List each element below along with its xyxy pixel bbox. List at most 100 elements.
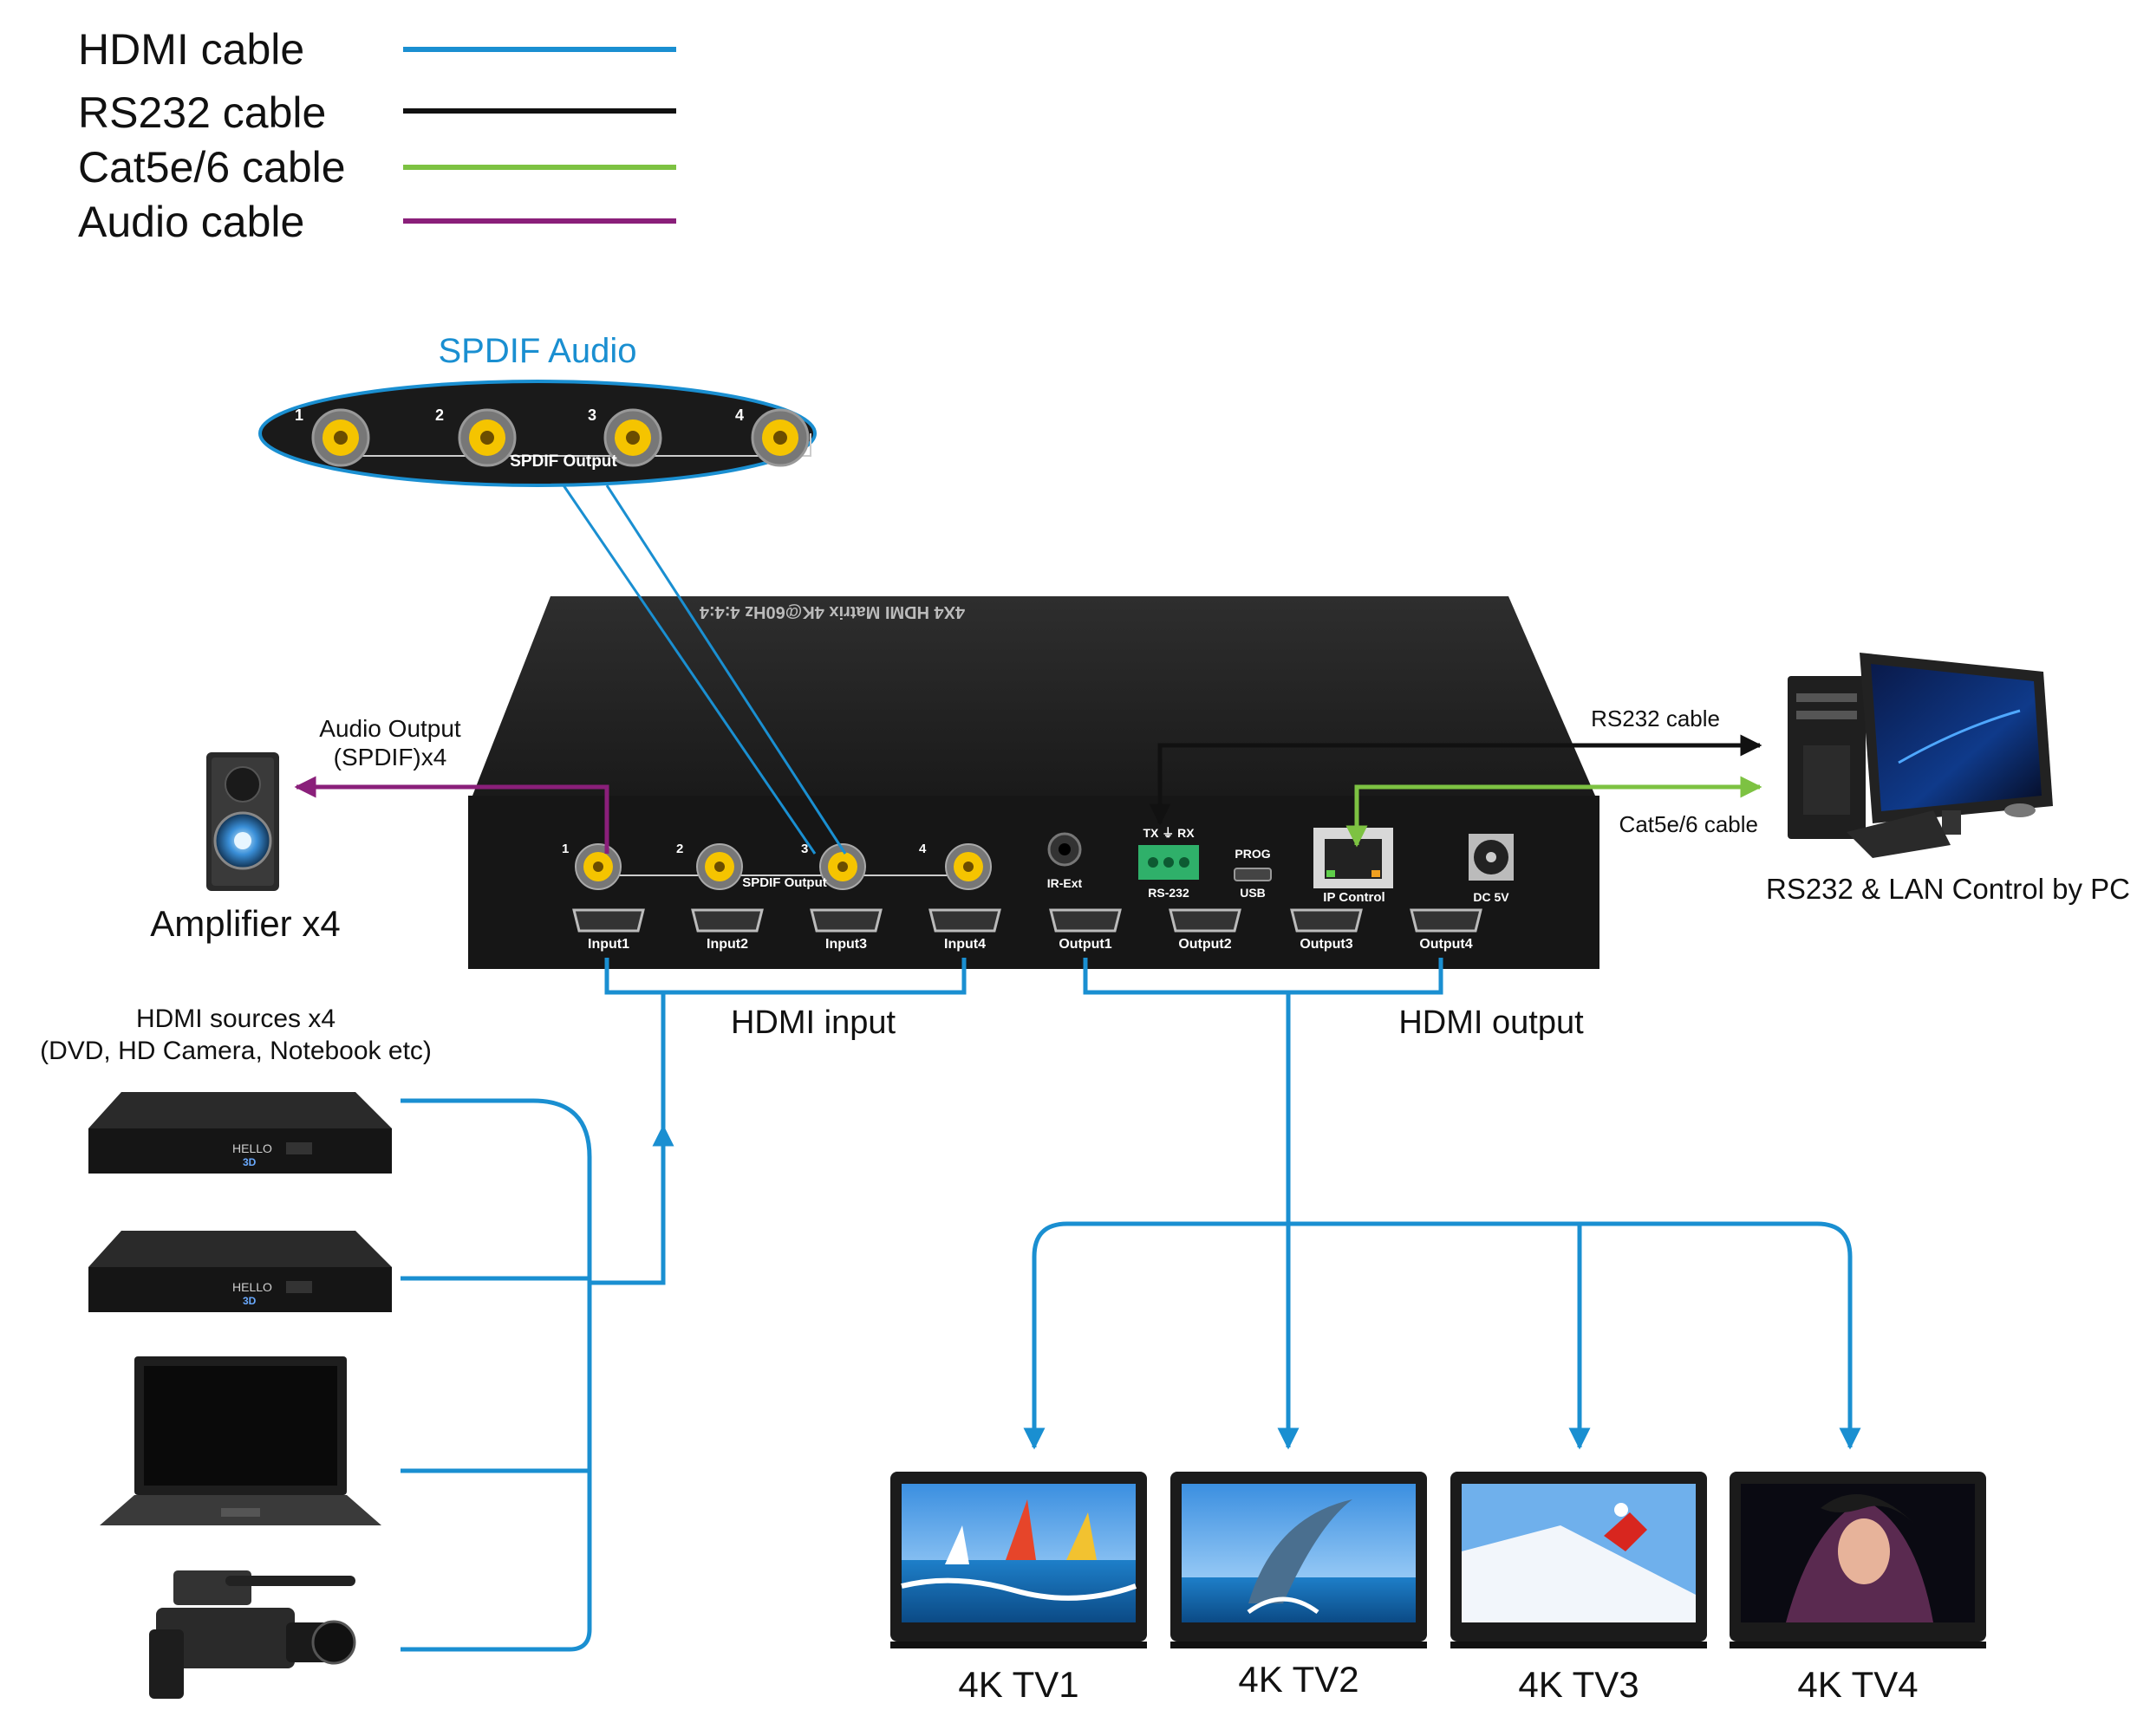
rs232-cable-label: RS232 cable: [1591, 705, 1720, 731]
device-usb-label: USB: [1240, 886, 1266, 900]
device-rs232-label: RS-232: [1148, 886, 1189, 900]
legend: HDMI cable RS232 cable Cat5e/6 cable Aud…: [78, 25, 676, 246]
dvd-display: HELLO: [232, 1280, 272, 1294]
device-input-label: Input1: [588, 937, 629, 952]
legend-item-audio: Audio cable: [78, 198, 676, 246]
device-spdif-number: 4: [919, 842, 927, 856]
cat5-cable-label: Cat5e/6 cable: [1619, 811, 1758, 837]
spdif-callout-port-4: [751, 408, 810, 467]
hdmi-input-label: HDMI input: [731, 1005, 896, 1041]
device-dc-jack: [1469, 834, 1514, 881]
device-ir-port: [1047, 832, 1082, 867]
audio-cable: [294, 776, 609, 854]
device-ip-label: IP Control: [1323, 890, 1384, 905]
device-spdif-number: 3: [801, 842, 808, 856]
source-dvd-player-1: HELLO 3D: [88, 1092, 392, 1174]
rs232-cable: [1149, 734, 1762, 826]
output-cable-tv1-tv4: [1023, 1221, 1861, 1450]
legend-label: Cat5e/6 cable: [78, 143, 346, 192]
device-hdmi-input-2: [691, 908, 764, 933]
source-notebook: [100, 1356, 381, 1525]
tv-4: [1730, 1472, 1986, 1648]
device-rj45-port: [1313, 828, 1393, 888]
device-rs232-tx-rx: TX ⏚ RX: [1143, 826, 1195, 840]
source-trunk-cable: [401, 1098, 592, 1652]
sources-label: (DVD, HD Camera, Notebook etc): [40, 1037, 432, 1065]
tv-1: [890, 1472, 1147, 1648]
device-usb-port: [1234, 868, 1272, 881]
legend-item-cat5: Cat5e/6 cable: [78, 143, 676, 192]
device-spdif-label: SPDIF Output: [742, 875, 827, 890]
dvd-logo: 3D: [243, 1156, 257, 1168]
device-rs232-terminal: [1138, 845, 1199, 880]
pc-mouse: [2004, 803, 2036, 817]
spdif-callout-number: 1: [295, 406, 303, 424]
spdif-callout-number: 4: [735, 406, 744, 424]
device-hdmi-input-3: [810, 908, 883, 933]
device-spdif-port-3: [819, 843, 866, 890]
device-spdif-number: 1: [562, 842, 569, 856]
spdif-callout-ellipse: [258, 380, 817, 487]
spdif-callout-port-3: [603, 408, 662, 467]
audio-output-label: Audio Output: [319, 715, 461, 742]
amplifier-label: Amplifier x4: [150, 903, 340, 944]
spdif-callout-number: 3: [588, 406, 596, 424]
device-hdmi-output-1: [1049, 908, 1122, 933]
pc-keyboard: [1847, 810, 1951, 858]
audio-output-label: (SPDIF)x4: [334, 744, 447, 770]
output-cables: [1023, 958, 1861, 1450]
dvd-display: HELLO: [232, 1141, 272, 1155]
tv-2: [1170, 1472, 1427, 1648]
source-dvd-player-2: HELLO 3D: [88, 1231, 392, 1312]
cat5-cable: [1345, 776, 1762, 848]
device-spdif-port-2: [696, 843, 743, 890]
legend-label: HDMI cable: [78, 25, 304, 74]
tv-label: 4K TV2: [1238, 1659, 1358, 1700]
device-output-label: Output4: [1419, 937, 1472, 952]
source-hd-camera: [149, 1570, 356, 1699]
device-spdif-number: 2: [676, 842, 683, 856]
device-top-panel: [472, 596, 1595, 796]
device-output-label: Output3: [1300, 937, 1352, 952]
amplifier-speaker: [206, 752, 279, 891]
device-output-label: Output2: [1178, 937, 1231, 952]
device-hdmi-output-2: [1169, 908, 1241, 933]
legend-item-rs232: RS232 cable: [78, 88, 676, 137]
sources-label: HDMI sources x4: [136, 1005, 336, 1033]
hdmi-input-bracket: [604, 958, 967, 995]
device-input-label: Input2: [707, 937, 748, 952]
source-to-input-cable: [590, 1124, 674, 1285]
device-spdif-port-4: [945, 843, 992, 890]
device-output-label: Output1: [1059, 937, 1111, 952]
device-prog-label: PROG: [1235, 847, 1270, 861]
device-input-label: Input3: [825, 937, 867, 952]
spdif-callout-port-1: [311, 408, 370, 467]
legend-label: Audio cable: [78, 198, 304, 246]
device-top-label: 4X4 HDMI Matrix 4K@60Hz 4:4:4: [699, 602, 965, 621]
spdif-callout-port-2: [458, 408, 517, 467]
spdif-callout-leaders: [562, 484, 847, 855]
source-cables: [401, 958, 967, 1652]
device-hdmi-input-4: [928, 908, 1001, 933]
tv-label: 4K TV3: [1518, 1664, 1639, 1705]
device-hdmi-output-4: [1410, 908, 1482, 933]
tv-3: [1450, 1472, 1707, 1648]
legend-item-hdmi: HDMI cable: [78, 25, 676, 74]
spdif-callout-number: 2: [435, 406, 444, 424]
spdif-callout: SPDIF Audio 1 2 3 4 SPDIF Output: [258, 332, 817, 487]
tv-label: 4K TV1: [958, 1664, 1078, 1705]
legend-label: RS232 cable: [78, 88, 326, 137]
device-hdmi-input-1: [572, 908, 645, 933]
device-dc-label: DC 5V: [1473, 890, 1509, 904]
dvd-logo: 3D: [243, 1295, 257, 1307]
spdif-callout-label: SPDIF Output: [510, 452, 617, 471]
device-ir-label: IR-Ext: [1047, 876, 1083, 890]
pc-computer: [1788, 653, 2053, 858]
device-spdif-port-1: [575, 843, 622, 890]
device-hdmi-output-3: [1290, 908, 1363, 933]
tv-label: 4K TV4: [1797, 1664, 1918, 1705]
hdmi-output-bracket: [1083, 958, 1443, 995]
pc-control-label: RS232 & LAN Control by PC: [1766, 873, 2130, 905]
device-input-label: Input4: [944, 937, 986, 952]
